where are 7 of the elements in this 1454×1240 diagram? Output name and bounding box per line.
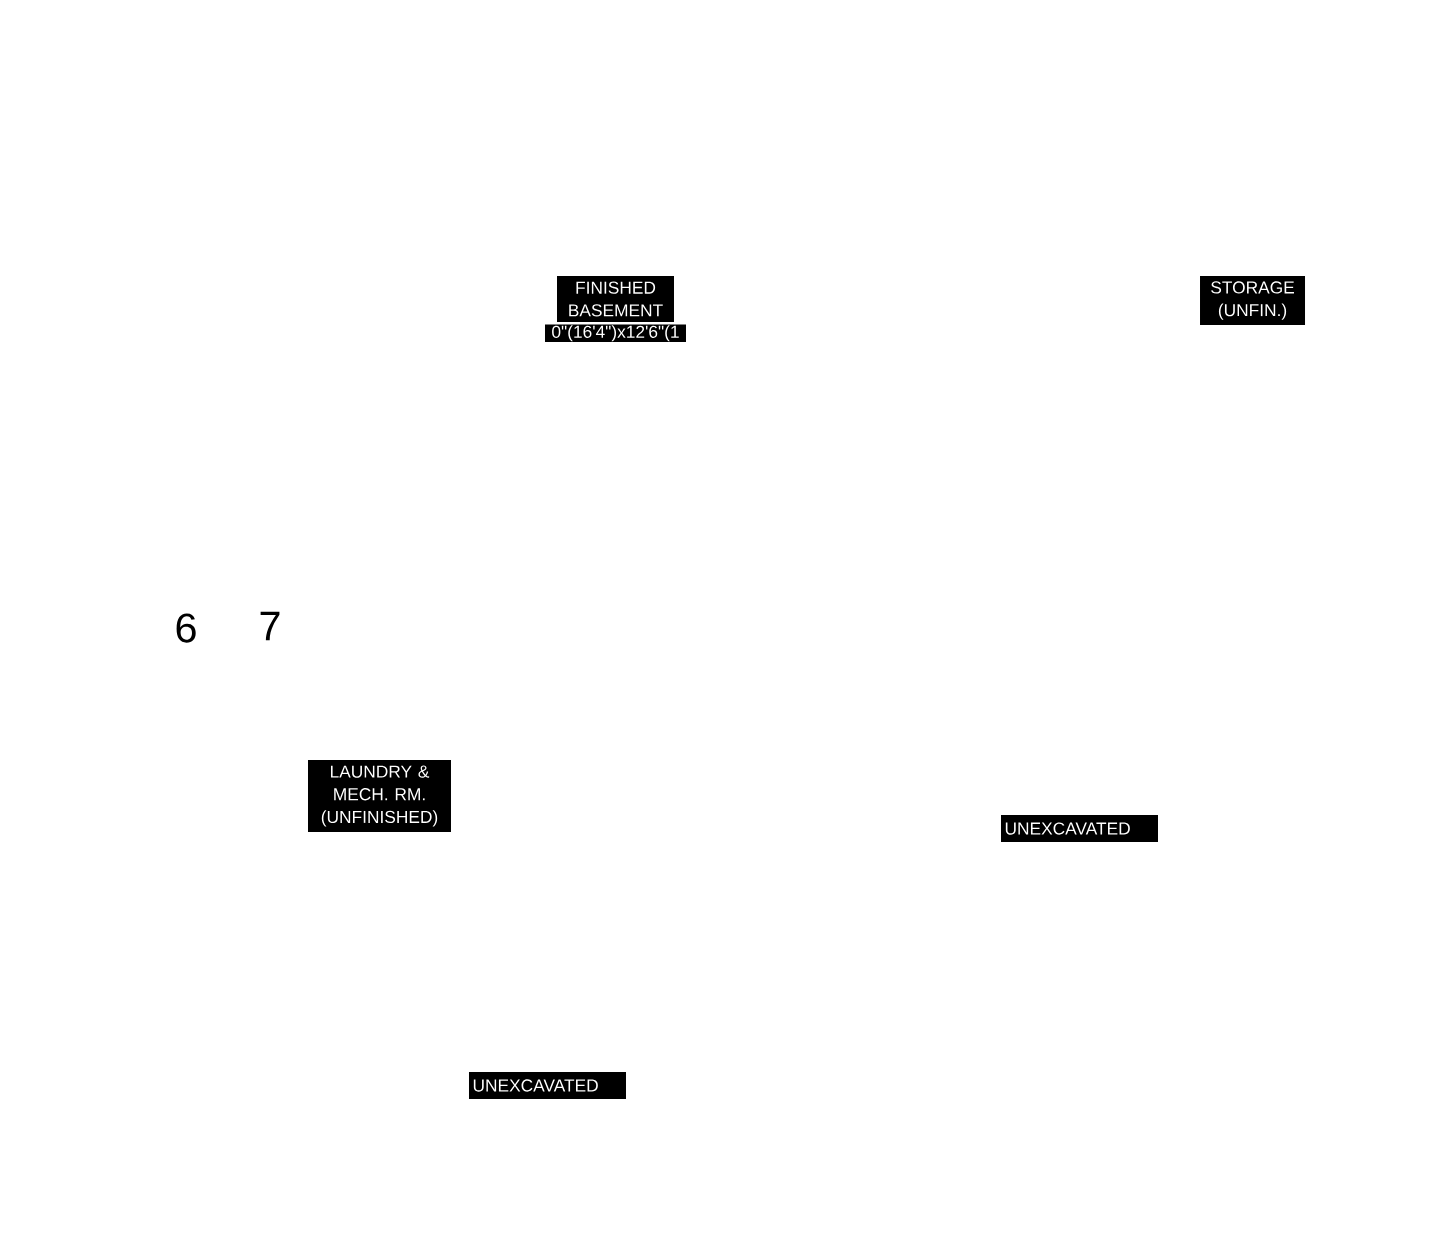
room-label: LAUNDRY & MECH. RM. (UNFINISHED) [308,760,451,832]
room-label: STORAGE (UNFIN.) [1200,276,1305,325]
room-label: UNEXCAVATED [1001,815,1158,842]
room-label: UNEXCAVATED [469,1072,626,1099]
room-label: FINISHED BASEMENT 0"(16'4")x12'6"(1 [545,276,686,342]
callout-number: 7 [260,611,280,641]
callout-number: 6 [176,613,196,643]
